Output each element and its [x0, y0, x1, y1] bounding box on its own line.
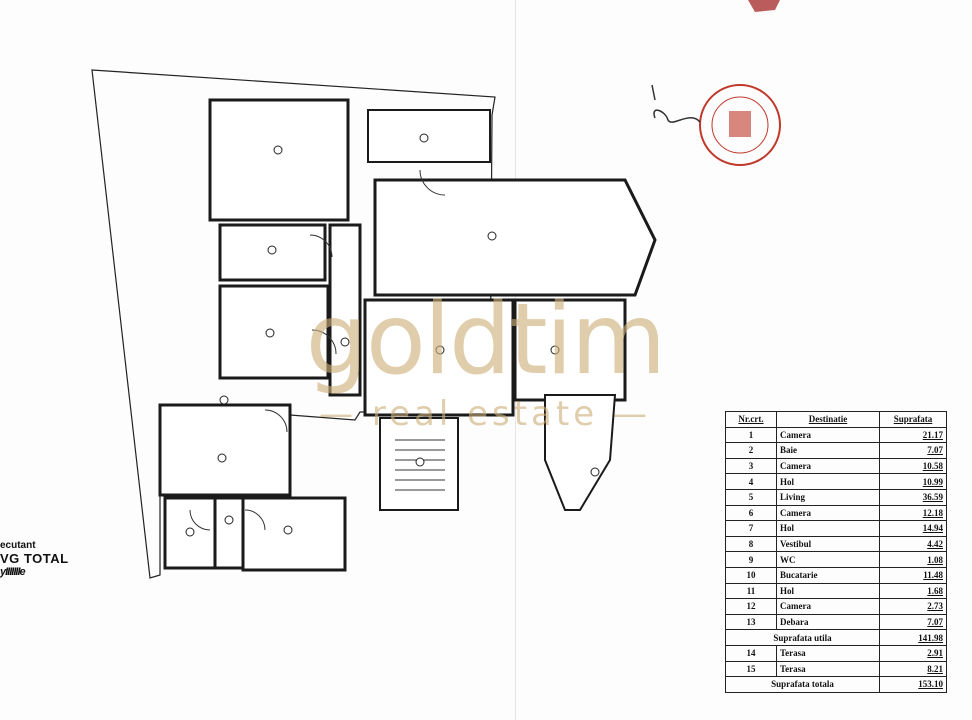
- lot-boundary: [91, 69, 496, 579]
- total-area-label: Suprafata totala: [725, 676, 880, 693]
- cell-area: 11.48: [879, 566, 947, 584]
- cell-nr: 9: [725, 551, 777, 568]
- cell-name: WC: [776, 551, 880, 568]
- cell-area: 8.21: [879, 660, 947, 678]
- room-bucatarie: [363, 298, 515, 417]
- cell-name: Camera: [776, 457, 880, 475]
- useful-area-label: Suprafata utila: [725, 629, 880, 646]
- total-area-value: 153.10: [879, 676, 947, 693]
- cell-name: Bucatarie: [776, 566, 880, 584]
- cell-nr: 3: [725, 457, 777, 475]
- cell-name: Camera: [776, 504, 880, 522]
- cell-area: 10.58: [879, 457, 947, 475]
- cell-area: 1.08: [879, 551, 947, 568]
- cell-nr: 13: [725, 613, 777, 631]
- cell-name: Hol: [776, 582, 880, 600]
- signature: [651, 84, 701, 123]
- official-stamp: [699, 84, 781, 166]
- room-hol-4: [328, 223, 362, 397]
- cell-nr: 1: [725, 426, 777, 444]
- cell-name: Terasa: [776, 660, 880, 678]
- cell-nr: 8: [725, 535, 777, 553]
- cell-nr: 11: [725, 582, 777, 600]
- header-destinatie: Destinatie: [776, 411, 880, 428]
- room-camera-6: [513, 298, 627, 402]
- room-living: [373, 178, 657, 297]
- cell-area: 36.59: [879, 488, 947, 506]
- cell-name: Hol: [776, 520, 880, 537]
- room-camera-12: [241, 496, 347, 572]
- cell-area: 21.17: [879, 426, 947, 444]
- cell-area: 2.73: [879, 598, 947, 615]
- cell-area: 14.94: [879, 520, 947, 537]
- cell-name: Vestibul: [776, 535, 880, 553]
- cell-nr: 10: [725, 566, 777, 584]
- cell-area: 7.07: [879, 613, 947, 631]
- title-fragment-3: yIIIIIIIe: [0, 566, 26, 578]
- cell-area: 4.42: [879, 535, 947, 553]
- cell-area: 7.07: [879, 442, 947, 459]
- useful-area-value: 141.98: [879, 629, 947, 646]
- header-suprafata: Suprafata: [879, 411, 947, 428]
- cell-area: 2.91: [879, 644, 947, 662]
- cell-nr: 15: [725, 660, 777, 678]
- cell-name: Terasa: [776, 644, 880, 662]
- cell-area: 10.99: [879, 473, 947, 490]
- cell-nr: 6: [725, 504, 777, 522]
- cell-nr: 5: [725, 488, 777, 506]
- room-vestibul: [213, 496, 245, 570]
- cell-name: Debara: [776, 613, 880, 631]
- cell-area: 1.68: [879, 582, 947, 600]
- cell-name: Living: [776, 488, 880, 506]
- title-fragment-2: VG TOTAL: [0, 551, 69, 566]
- header-nr: Nr.crt.: [725, 411, 777, 428]
- cell-name: Camera: [776, 426, 880, 444]
- corner-stamp: [748, 0, 780, 12]
- useful-area-row: Suprafata utila 141.98: [725, 629, 947, 646]
- room-camera-1: [208, 98, 350, 222]
- room-terasa: [544, 394, 617, 511]
- title-block-fragment: ecutant VG TOTAL yIIIIIIIe: [0, 540, 69, 578]
- cell-name: Baie: [776, 442, 880, 459]
- cell-nr: 14: [725, 644, 777, 662]
- total-area-row: Suprafata totala 153.10: [725, 676, 947, 693]
- room-small-top: [367, 109, 491, 163]
- cell-name: Camera: [776, 598, 880, 615]
- cell-nr: 4: [725, 473, 777, 490]
- cell-nr: 12: [725, 598, 777, 615]
- cell-nr: 7: [725, 520, 777, 537]
- room-hol-7: [158, 403, 292, 497]
- cell-name: Hol: [776, 473, 880, 490]
- title-fragment-1: ecutant: [0, 540, 36, 551]
- cell-nr: 2: [725, 442, 777, 459]
- table-header: Nr.crt. Destinatie Suprafata: [725, 411, 947, 428]
- cell-area: 12.18: [879, 504, 947, 522]
